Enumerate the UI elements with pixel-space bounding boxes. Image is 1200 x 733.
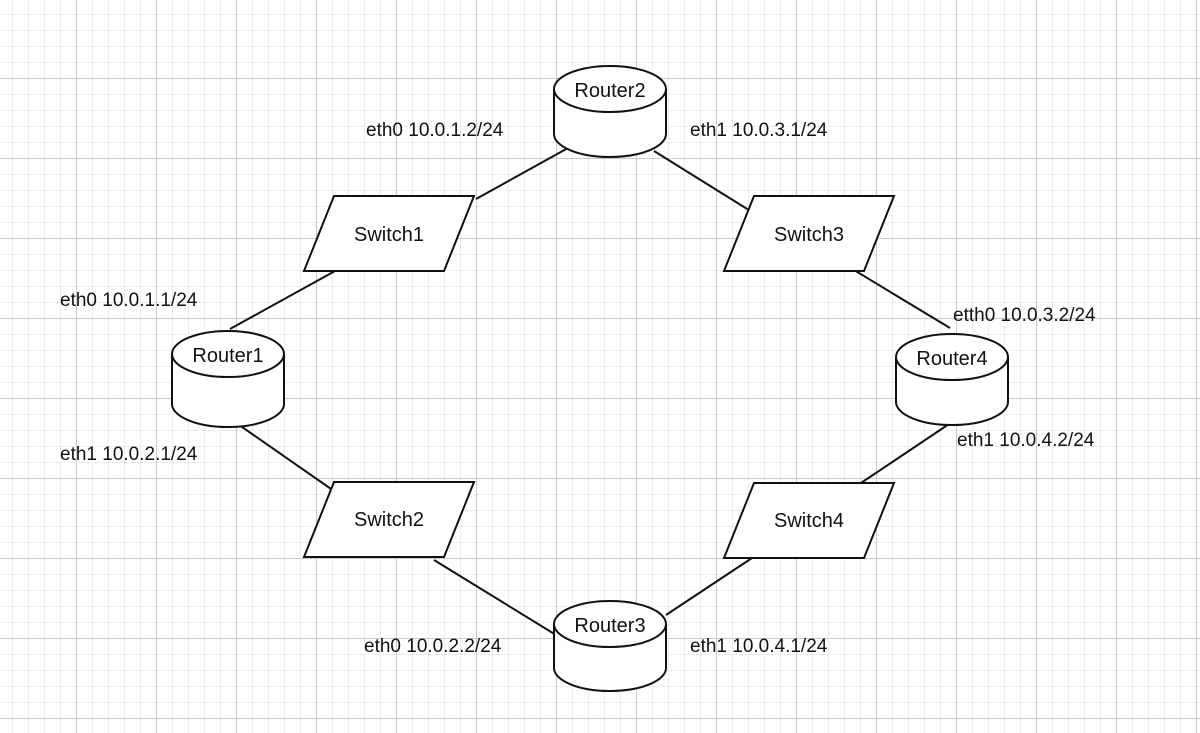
link-switch4-router3 xyxy=(665,557,753,616)
switch2-label: Switch2 xyxy=(354,509,424,531)
router3-eth0-label: eth0 10.0.2.2/24 xyxy=(364,636,502,657)
switch3-shape[interactable] xyxy=(722,195,896,272)
router2-eth0-label: eth0 10.0.1.2/24 xyxy=(366,120,504,141)
router1-label: Router1 xyxy=(192,345,263,367)
switch2-shape[interactable] xyxy=(302,481,476,558)
switch1-label: Switch1 xyxy=(354,224,424,246)
router2-eth1-label: eth1 10.0.3.1/24 xyxy=(690,120,828,141)
router4-shape[interactable] xyxy=(895,333,1009,426)
router3-label: Router3 xyxy=(574,615,645,637)
switch4-label: Switch4 xyxy=(774,510,844,532)
router2-label: Router2 xyxy=(574,80,645,102)
router4-eth0-label: etth0 10.0.3.2/24 xyxy=(953,305,1096,326)
link-router1-switch1 xyxy=(229,270,336,330)
router3-eth1-label: eth1 10.0.4.1/24 xyxy=(690,636,828,657)
router4-label: Router4 xyxy=(916,348,987,370)
link-router2-switch3 xyxy=(653,150,753,213)
link-switch3-router4 xyxy=(853,269,951,329)
link-switch1-router2 xyxy=(475,147,569,200)
router2-shape[interactable] xyxy=(553,65,667,158)
router1-shape[interactable] xyxy=(171,330,285,428)
router4-eth1-label: eth1 10.0.4.2/24 xyxy=(957,430,1095,451)
router1-eth0-label: eth0 10.0.1.1/24 xyxy=(60,290,198,311)
link-switch2-router1 xyxy=(231,419,335,492)
link-router3-switch2 xyxy=(433,559,557,636)
switch3-label: Switch3 xyxy=(774,224,844,246)
router3-shape[interactable] xyxy=(553,600,667,692)
switch4-shape[interactable] xyxy=(722,482,896,559)
link-router4-switch4 xyxy=(860,419,956,484)
router1-eth1-label: eth1 10.0.2.1/24 xyxy=(60,444,198,465)
switch1-shape[interactable] xyxy=(302,195,476,272)
